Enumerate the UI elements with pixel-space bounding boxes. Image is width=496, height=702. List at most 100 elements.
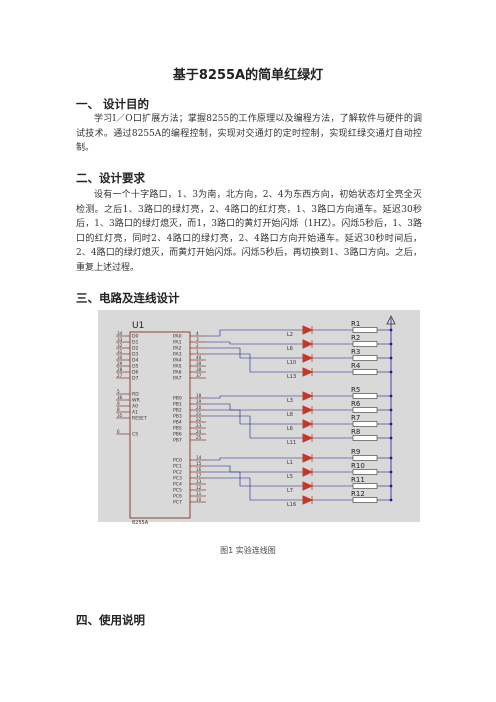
resistor-label: R4 [351, 362, 361, 370]
chip-left-pin-name: CS [132, 432, 138, 438]
chip-left-pin-name: RESET [132, 416, 147, 422]
resistor-label: R7 [351, 414, 360, 422]
chip-left-pin-name: D3 [132, 352, 139, 358]
chip-right-pin-name: PA4 [173, 358, 182, 364]
chip-right-pin-name: PB1 [173, 402, 182, 408]
chip-left-pin-number: 28 [117, 367, 123, 372]
resistor-label: R10 [351, 462, 365, 470]
chip-right-pin-name: PA1 [173, 340, 182, 346]
chip-left-pin-name: D6 [132, 370, 139, 376]
led-symbol [302, 325, 314, 335]
chip-left-pin-number: 29 [117, 361, 123, 366]
chip-left-pin-number: 35 [117, 413, 123, 418]
chip-right-pin-number: 38 [196, 367, 202, 372]
resistor-symbol [352, 455, 378, 461]
document-title: 基于8255A的简单红绿灯 [172, 68, 324, 83]
chip-right-pin-number: 15 [196, 461, 202, 466]
chip-right-pin-number: 22 [196, 417, 202, 422]
section3-heading: 三、电路及连线设计 [76, 291, 180, 305]
chip-right-pin-name: PA0 [173, 334, 182, 340]
resistor-label: R3 [351, 348, 360, 356]
wire [206, 465, 303, 473]
chip-body [129, 331, 191, 519]
chip-right-pin-name: PC2 [173, 470, 182, 476]
chip-right-pin-name: PC6 [173, 494, 182, 500]
chip-right-pin-number: 2 [196, 343, 199, 348]
resistor-symbol [352, 369, 378, 375]
chip-left-pin-name: D4 [132, 358, 139, 364]
chip-left-pin-name: D7 [132, 376, 139, 382]
chip-right-pin-number: 19 [196, 399, 202, 404]
led-label: L1 [287, 460, 293, 466]
wire [206, 395, 303, 399]
chip-right-pin-number: 21 [196, 411, 202, 416]
chip-left-pin-number: 33 [117, 337, 123, 342]
led-label: L10 [287, 360, 296, 366]
junction-dot [389, 498, 393, 502]
led-symbol [302, 419, 314, 429]
chip-left-pin-name: D5 [132, 364, 139, 370]
led-symbol [302, 495, 314, 505]
wire [206, 403, 303, 411]
chip-right-pin-name: PC5 [173, 488, 182, 494]
chip-right-pin-number: 23 [196, 423, 202, 428]
chip-right-pin-name: PB6 [173, 432, 182, 438]
led-label: L11 [287, 440, 296, 446]
led-label: L8 [287, 412, 293, 418]
led-label: L6 [287, 426, 293, 432]
resistor-symbol [352, 469, 378, 475]
chip-left-pin-name: D2 [132, 346, 139, 352]
resistor-label: R9 [351, 448, 360, 456]
chip-left-pin-number: 30 [117, 355, 123, 360]
chip-left-pin-number: 36 [117, 395, 123, 400]
chip-right-pin-name: PB5 [173, 426, 182, 432]
chip-right-pin-number: 4 [196, 331, 199, 336]
led-symbol [302, 433, 314, 443]
led-symbol [302, 367, 314, 377]
chip-right-pin-name: PB0 [173, 396, 182, 402]
chip-right-pin-number: 18 [196, 393, 202, 398]
chip-right-pin-name: PB7 [173, 438, 182, 444]
resistor-label: R8 [351, 428, 360, 436]
chip-right-pin-number: 14 [196, 455, 202, 460]
chip-right-pin-name: PA7 [173, 376, 182, 382]
chip-right-pin-number: 37 [196, 373, 202, 378]
resistor-label: R6 [351, 400, 361, 408]
chip-right-pin-name: PC7 [173, 500, 182, 506]
resistor-symbol [352, 421, 378, 427]
chip-right-pin-number: 20 [196, 405, 202, 410]
chip-right-pin-name: PB2 [173, 408, 182, 414]
chip-right-pin-name: PC3 [173, 476, 182, 482]
led-symbol [302, 405, 314, 415]
figure-caption: 图1 实验连线图 [220, 546, 276, 555]
chip-right-pin-number: 11 [196, 491, 202, 496]
section2-heading: 二、设计要求 [76, 171, 145, 185]
chip-right-pin-name: PB3 [173, 414, 182, 420]
chip-part: 8255A [132, 520, 149, 526]
chip-left-pin-number: 5 [117, 389, 120, 394]
wire [206, 353, 303, 373]
chip-right-pin-number: 40 [196, 355, 202, 360]
led-label: L16 [287, 502, 296, 508]
chip-right-pin-name: PA5 [173, 364, 182, 370]
chip-right-pin-name: PA3 [173, 352, 182, 358]
chip-right-pin-number: 12 [196, 485, 202, 490]
led-label: L2 [287, 332, 293, 338]
led-symbol [302, 481, 314, 491]
chip-left-pin-number: 6 [117, 429, 120, 434]
led-symbol [302, 339, 314, 349]
chip-left-pin-number: 27 [117, 373, 123, 378]
resistor-symbol [352, 327, 378, 333]
section4-heading: 四、使用说明 [76, 613, 145, 627]
wire [206, 409, 303, 425]
resistor-label: R1 [351, 320, 360, 328]
chip-right-pin-name: PB4 [173, 420, 182, 426]
wire [206, 347, 303, 359]
led-symbol [302, 391, 314, 401]
chip-right-pin-name: PA6 [173, 370, 182, 376]
chip-right-pin-name: PC4 [173, 482, 182, 488]
led-label: L13 [287, 374, 296, 380]
wire [206, 415, 303, 439]
wire [206, 329, 303, 337]
resistor-label: R5 [351, 386, 360, 394]
